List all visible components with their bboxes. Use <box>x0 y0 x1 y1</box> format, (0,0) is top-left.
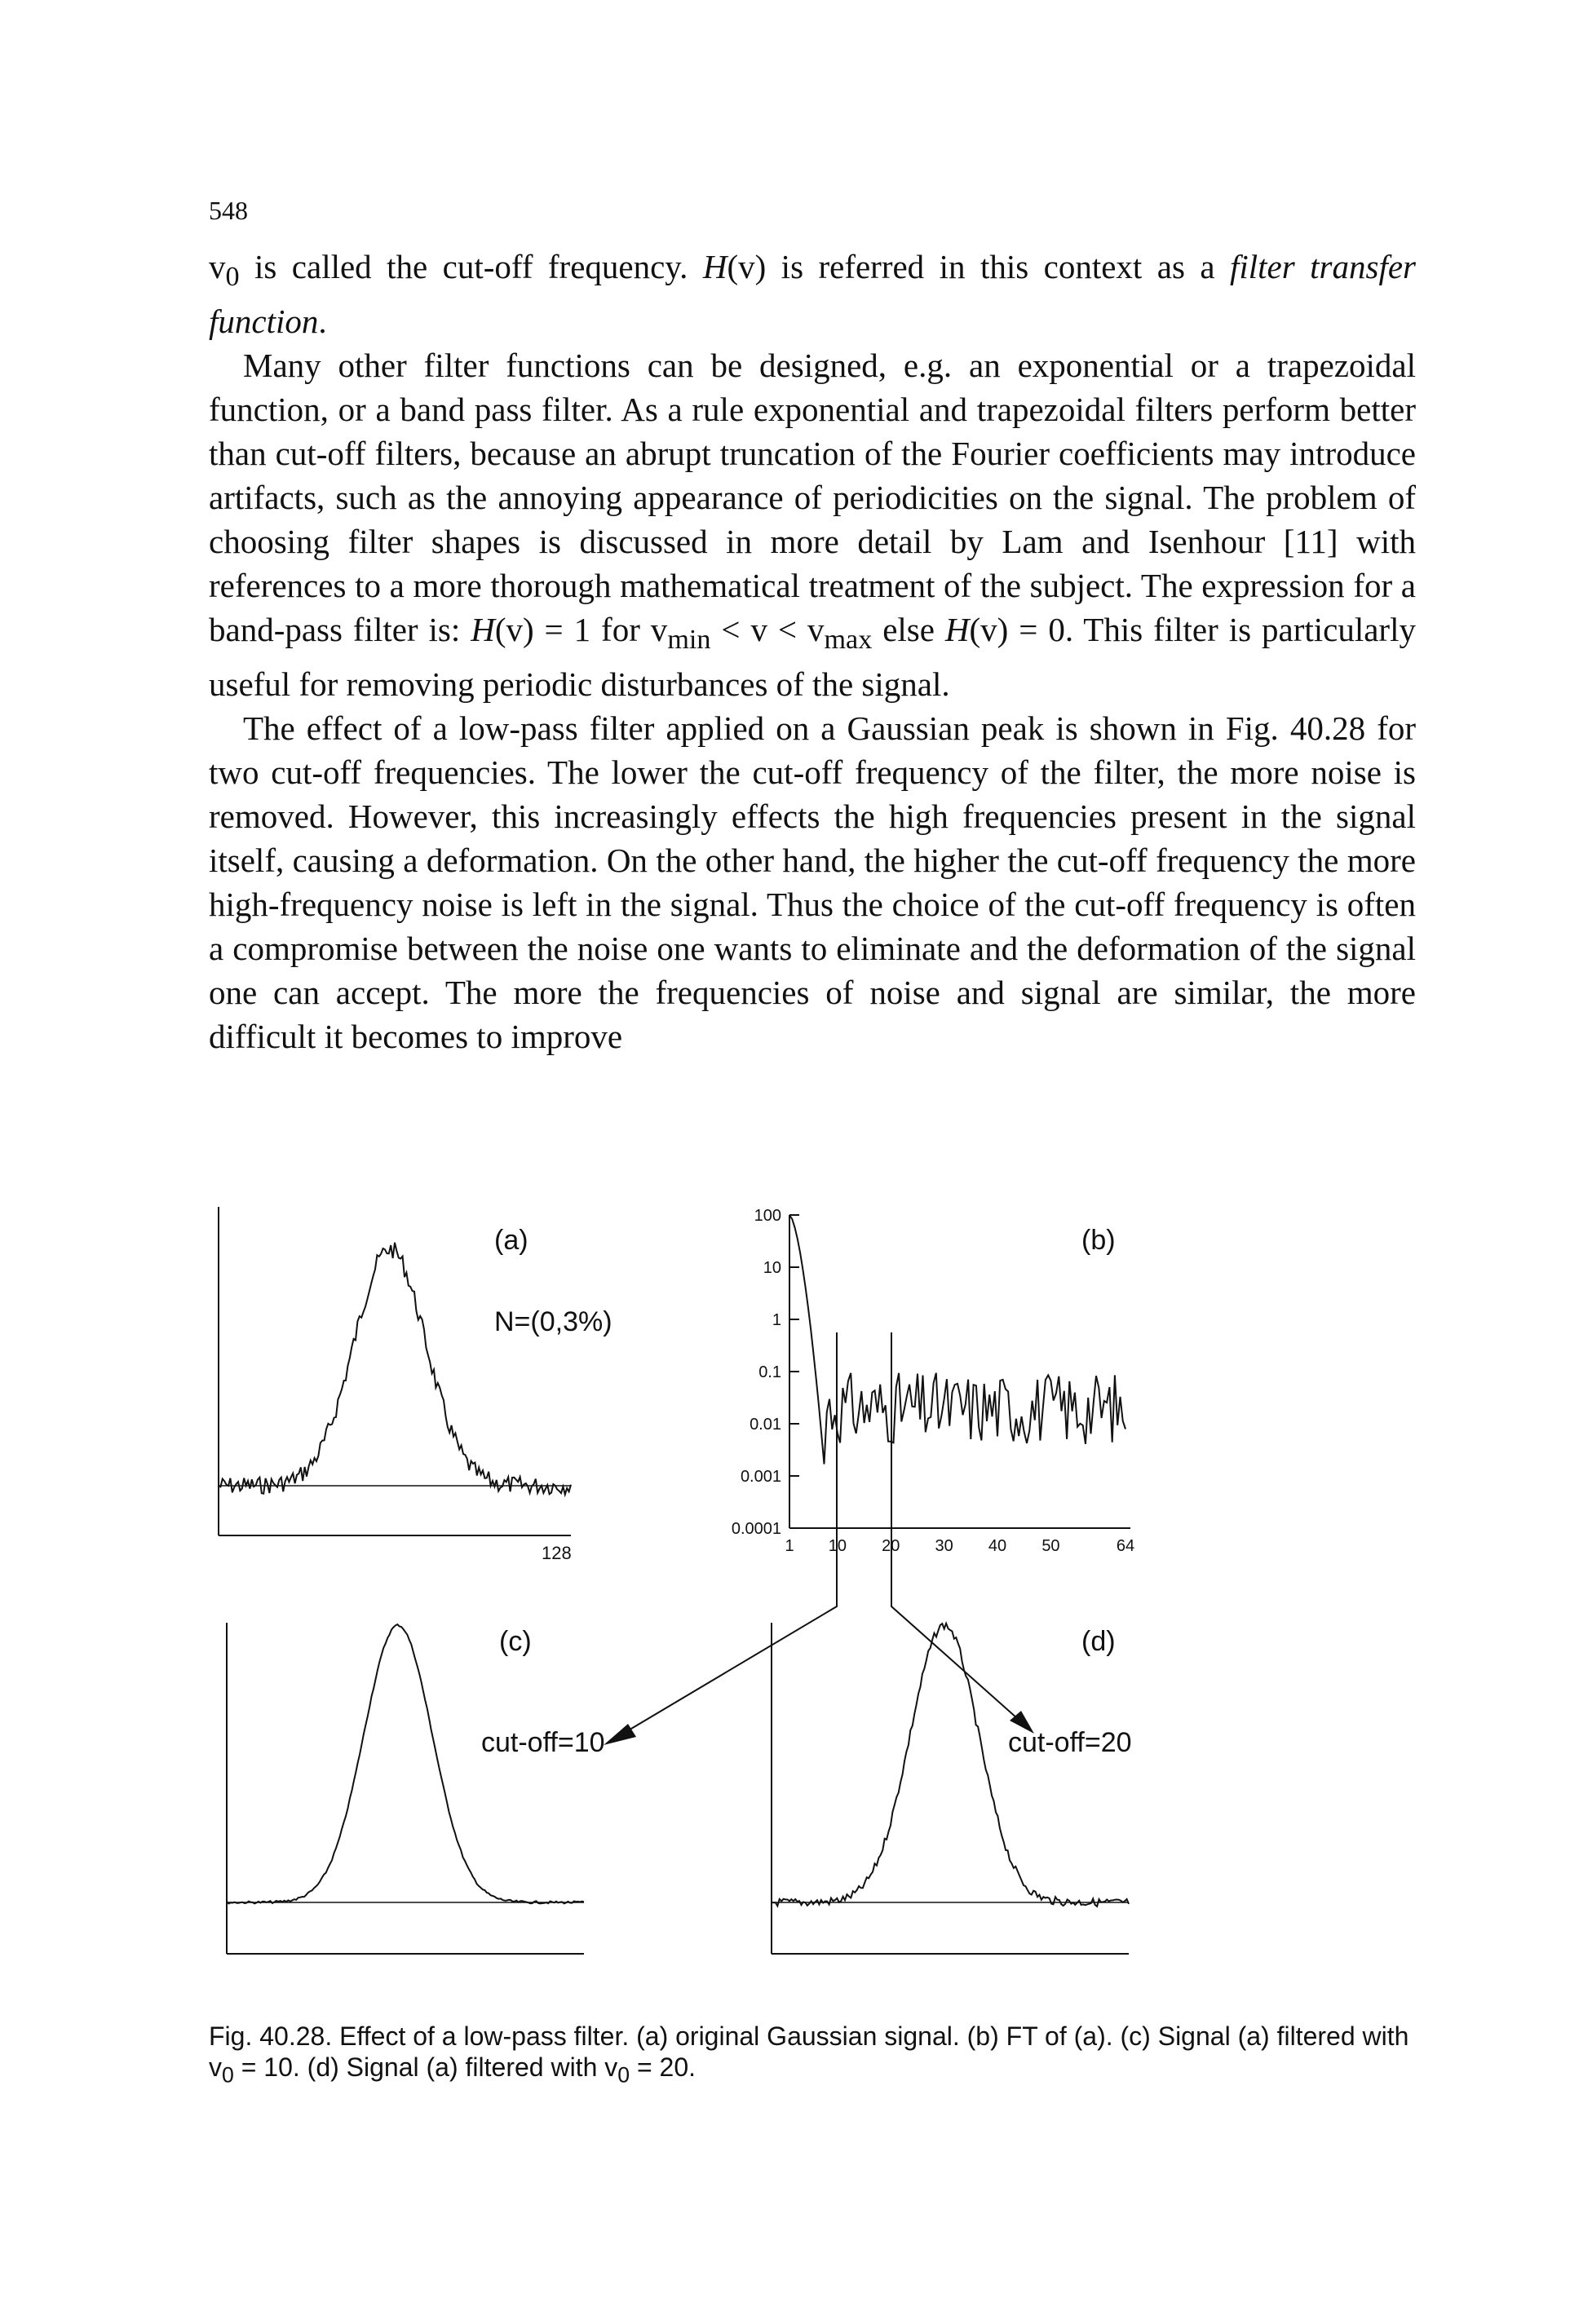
text-run: (v) is referred in this context as a <box>727 248 1230 285</box>
italic-text: H <box>702 248 727 285</box>
figure-40-28: (a) N=(0,3%) 128 100 10 1 0.1 0.01 0.001 0.000… <box>218 1207 1134 1955</box>
x-tick-label: 30 <box>935 1537 953 1555</box>
body-text: v0 is called the cut-off frequency. H(v)… <box>209 245 1416 1058</box>
subscript: 0 <box>617 2062 630 2088</box>
y-tick-label: 0.001 <box>741 1468 781 1486</box>
text-run: else <box>872 611 945 649</box>
panel-b-y-ticks: 100 10 1 0.1 0.01 0.001 0.0001 <box>732 1207 799 1538</box>
figure-caption: Fig. 40.28. Effect of a low-pass filter.… <box>209 2021 1416 2090</box>
subscript: min <box>667 625 711 656</box>
text-run: Many other filter functions can be desig… <box>209 347 1416 649</box>
paragraph: The effect of a low-pass filter applied … <box>209 706 1416 1058</box>
text-run: (v) = 1 for v <box>494 611 668 649</box>
y-tick-label: 100 <box>754 1207 781 1225</box>
panel-b-spectrum-line <box>789 1214 1126 1465</box>
panel-d: (d) cut-off=20 <box>771 1620 1132 1955</box>
arrowhead-d <box>1010 1711 1034 1734</box>
x-tick-label: 40 <box>988 1537 1006 1555</box>
panel-d-signal-line <box>771 1620 1130 1908</box>
italic-text: H <box>944 611 970 649</box>
x-tick-label: 50 <box>1041 1537 1059 1555</box>
page-number: 548 <box>209 196 248 225</box>
y-tick-label: 1 <box>772 1311 781 1329</box>
paragraph: v0 is called the cut-off frequency. H(v)… <box>209 245 1416 343</box>
x-tick-label: 64 <box>1117 1537 1134 1555</box>
text-run: < v < v <box>710 611 825 649</box>
panel-d-label: (d) <box>1081 1626 1116 1657</box>
arrows <box>604 1592 1034 1745</box>
panel-a-x-end-label: 128 <box>542 1543 572 1563</box>
panel-a-signal-line <box>218 1242 572 1498</box>
panel-c-signal-line <box>226 1623 585 1905</box>
y-tick-label: 10 <box>763 1259 781 1277</box>
arrowhead-c <box>604 1724 636 1745</box>
panel-a-noise-label: N=(0,3%) <box>494 1306 612 1337</box>
paragraph: Many other filter functions can be desig… <box>209 343 1416 706</box>
y-tick-label: 0.1 <box>758 1363 781 1381</box>
subscript: max <box>824 625 873 656</box>
text-run: Fig. 40.28. Effect of a low-pass filter.… <box>209 2021 1409 2082</box>
arrow-to-panel-d <box>891 1592 1025 1725</box>
panel-b-label: (b) <box>1081 1225 1116 1256</box>
y-tick-label: 0.0001 <box>732 1520 781 1538</box>
panel-c-cutoff-label: cut-off=10 <box>481 1727 605 1758</box>
text-run: is called the cut-off frequency. <box>239 248 703 285</box>
text-run: = 10. (d) Signal (a) filtered with v <box>233 2052 618 2082</box>
text-run: The effect of a low-pass filter applied … <box>209 709 1416 1056</box>
italic-text: H <box>471 611 495 649</box>
panel-d-cutoff-label: cut-off=20 <box>1008 1727 1132 1758</box>
panel-c: (c) cut-off=10 <box>226 1623 605 1955</box>
text-run: v <box>209 248 226 285</box>
subscript: 0 <box>222 2062 234 2088</box>
subscript: 0 <box>225 262 240 293</box>
italic-text: filter transfer function <box>209 248 1416 341</box>
panel-a: (a) N=(0,3%) 128 <box>218 1207 612 1563</box>
text-run: = 20. <box>630 2052 696 2082</box>
text-run: (v) = 0. This filter is particularly use… <box>209 611 1416 704</box>
panel-c-label: (c) <box>499 1626 532 1657</box>
x-tick-label: 1 <box>785 1537 794 1555</box>
arrow-to-panel-c <box>612 1592 838 1740</box>
text-run: . <box>318 303 327 341</box>
panel-a-label: (a) <box>494 1225 528 1256</box>
y-tick-label: 0.01 <box>750 1416 781 1434</box>
